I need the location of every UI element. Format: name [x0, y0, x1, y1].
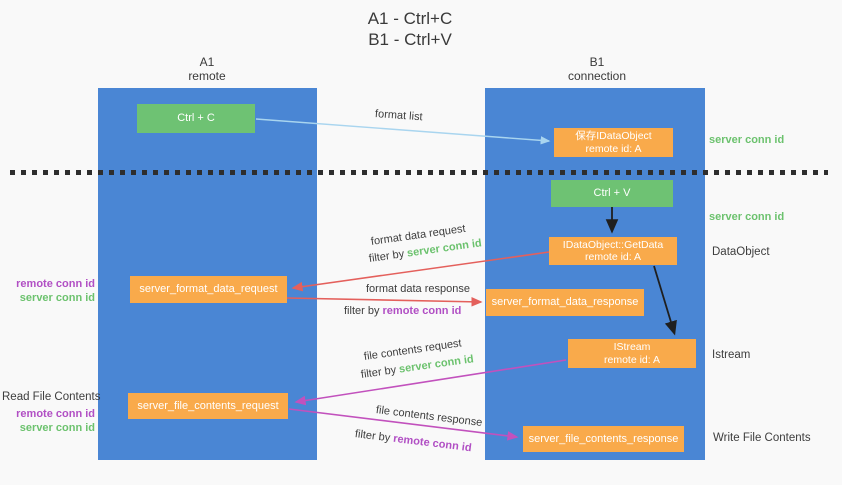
- column-header-a1: A1 remote: [127, 55, 287, 83]
- filter4-prefix: filter by: [354, 428, 394, 445]
- filter2-prefix: filter by: [344, 305, 383, 317]
- node-getdata-line1: IDataObject::GetData: [562, 238, 664, 251]
- label-left-remote-conn-id-2: remote conn id: [16, 408, 95, 420]
- node-getdata-line2: remote id: A: [584, 251, 642, 263]
- label-left-remote-conn-id-1: remote conn id: [16, 278, 95, 290]
- column-header-b1: B1 connection: [517, 55, 677, 83]
- node-server-file-contents-response: server_file_contents_response: [523, 426, 684, 452]
- column-b1-name: B1: [589, 55, 605, 69]
- node-ctrl-v-label: Ctrl + V: [593, 187, 631, 199]
- label-right-server-conn-id-2: server conn id: [709, 211, 785, 223]
- label-filter-by-remote-conn-id-2: filter by remote conn id: [354, 428, 472, 454]
- filter4-value: remote conn id: [392, 432, 473, 455]
- title-line-1: A1 - Ctrl+C: [367, 9, 453, 28]
- title-line-2: B1 - Ctrl+V: [368, 30, 452, 49]
- label-write-file-contents: Write File Contents: [713, 432, 811, 444]
- diagram-title: A1 - Ctrl+C B1 - Ctrl+V: [310, 8, 510, 50]
- node-ctrl-v: Ctrl + V: [551, 180, 673, 207]
- phase-divider-dotted-line: [10, 170, 828, 175]
- node-istream-line1: IStream: [613, 341, 651, 353]
- node-file-response-label: server_file_contents_response: [528, 432, 679, 445]
- label-right-server-conn-id-1: server conn id: [709, 134, 785, 146]
- node-file-request-label: server_file_contents_request: [137, 399, 279, 412]
- node-server-format-data-response: server_format_data_response: [486, 289, 644, 316]
- node-server-format-data-request: server_format_data_request: [130, 276, 287, 303]
- filter2-value: remote conn id: [382, 305, 462, 317]
- node-istream: IStream remote id: A: [568, 339, 696, 368]
- label-format-data-response: format data response: [366, 283, 470, 295]
- label-left-server-conn-id-2: server conn id: [19, 422, 95, 434]
- label-left-server-conn-id-1: server conn id: [19, 292, 95, 304]
- label-filter-by-remote-conn-id-1: filter by remote conn id: [344, 305, 461, 317]
- node-server-file-contents-request: server_file_contents_request: [128, 393, 288, 419]
- label-file-contents-response: file contents response: [375, 404, 483, 429]
- column-b1-role: connection: [567, 69, 627, 83]
- label-format-list: format list: [374, 108, 423, 124]
- filter3-prefix: filter by: [360, 363, 400, 381]
- node-save-idataobject-line1: 保存IDataObject: [575, 130, 652, 142]
- label-dataobject: DataObject: [712, 246, 770, 258]
- label-read-file-contents: Read File Contents: [2, 391, 101, 403]
- node-ctrl-c-label: Ctrl + C: [177, 112, 215, 124]
- filter1-prefix: filter by: [368, 247, 408, 265]
- node-format-response-label: server_format_data_response: [491, 296, 639, 308]
- node-idataobject-getdata: IDataObject::GetData remote id: A: [549, 237, 677, 265]
- node-format-request-label: server_format_data_request: [139, 283, 278, 295]
- column-a1-name: A1: [199, 55, 215, 69]
- node-ctrl-c: Ctrl + C: [137, 104, 255, 133]
- column-a1-role: remote: [188, 69, 226, 83]
- node-istream-line2: remote id: A: [603, 353, 661, 366]
- node-save-idataobject: 保存IDataObject remote id: A: [554, 128, 673, 157]
- label-istream: Istream: [712, 349, 751, 361]
- node-save-idataobject-line2: remote id: A: [585, 142, 642, 155]
